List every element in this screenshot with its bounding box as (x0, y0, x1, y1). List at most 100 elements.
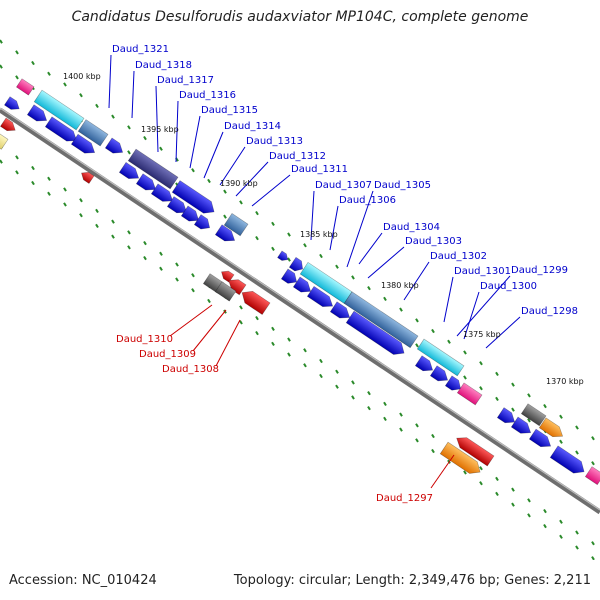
tick-mark (543, 508, 547, 514)
tick-mark (175, 277, 179, 282)
gene-block (549, 445, 585, 474)
genome-summary-text: Topology: circular; Length: 2,349,476 bp… (233, 573, 591, 588)
gene-block (214, 281, 237, 302)
leader-line (485, 316, 521, 349)
gene-block (214, 224, 236, 242)
tick-mark (111, 114, 115, 119)
tick-mark (15, 170, 19, 175)
scale-label-1400: 1400 kbp (63, 72, 101, 81)
tick-mark (415, 438, 419, 443)
tick-mark (431, 328, 435, 334)
tick-mark (319, 373, 323, 379)
gene-label-daud-1301: Daud_1301 (454, 266, 511, 277)
leader-line (403, 261, 430, 301)
gene-block (44, 116, 78, 142)
tick-mark (399, 412, 403, 417)
tick-mark (495, 476, 499, 482)
scale-label-1375: 1375 kbp (463, 330, 501, 339)
tick-mark (143, 240, 147, 246)
scale-label-1390: 1390 kbp (220, 179, 258, 188)
tick-mark (495, 396, 499, 402)
gene-block (0, 117, 16, 132)
tick-mark (31, 165, 35, 171)
gene-label-daud-1303: Daud_1303 (405, 236, 462, 247)
leader-line (155, 85, 159, 153)
tick-mark (527, 498, 531, 503)
tick-mark (335, 264, 339, 269)
tick-mark (367, 286, 371, 291)
gene-block (299, 261, 353, 304)
tick-mark (255, 235, 259, 241)
tick-mark (511, 382, 515, 387)
gene-block (228, 279, 247, 296)
tick-mark (223, 189, 227, 194)
tick-mark (463, 470, 467, 475)
gene-block (520, 403, 547, 427)
leader-line (175, 100, 179, 163)
tick-mark (575, 425, 579, 430)
tick-mark (47, 191, 51, 196)
tick-mark (335, 384, 339, 389)
gene-label-daud-1306: Daud_1306 (339, 195, 396, 206)
gene-label-daud-1299: Daud_1299 (511, 265, 568, 276)
tick-mark (287, 337, 291, 342)
tick-mark (271, 341, 275, 346)
tick-mark (127, 230, 131, 235)
tick-mark (271, 221, 275, 226)
tick-mark (127, 245, 131, 250)
tick-mark (159, 146, 163, 151)
tick-mark (191, 168, 195, 173)
accession-text: Accession: NC_010424 (9, 573, 157, 588)
tick-rows (0, 39, 595, 560)
gene-block (288, 256, 303, 272)
tick-mark (559, 519, 563, 524)
tick-mark (479, 481, 483, 486)
tick-mark (527, 418, 531, 423)
tick-mark (367, 391, 371, 396)
tick-mark (303, 243, 307, 248)
gene-label-daud-1300: Daud_1300 (480, 281, 537, 292)
gene-label-daud-1314: Daud_1314 (224, 121, 281, 132)
tick-mark (223, 214, 227, 219)
gene-block (180, 205, 200, 222)
tick-mark (303, 348, 307, 353)
tick-mark (255, 330, 259, 336)
tick-mark (95, 208, 99, 214)
gene-block (70, 133, 96, 154)
scale-label-1385: 1385 kbp (300, 230, 338, 239)
tick-mark (255, 315, 259, 321)
gene-block (444, 375, 462, 391)
leader-line (192, 309, 227, 352)
gene-block (171, 180, 215, 214)
gene-block (439, 441, 481, 474)
tick-mark (175, 262, 179, 267)
gene-block (77, 119, 109, 147)
gene-label-daud-1316: Daud_1316 (179, 90, 236, 101)
gene-label-daud-1310: Daud_1310 (116, 334, 173, 345)
tick-mark (591, 461, 595, 466)
tick-mark (319, 253, 323, 259)
tick-mark (415, 343, 419, 348)
tick-mark (31, 60, 35, 66)
gene-block (292, 276, 312, 293)
tick-mark (127, 125, 131, 130)
tick-mark (159, 251, 163, 256)
tick-mark (559, 414, 563, 419)
tick-mark (95, 223, 99, 229)
tick-mark (383, 401, 387, 407)
tick-mark (47, 176, 51, 181)
leader-line (251, 174, 291, 207)
tick-mark (559, 439, 563, 444)
gene-block (193, 214, 211, 230)
tick-mark (527, 513, 531, 518)
gene-block (429, 365, 449, 382)
gene-label-daud-1304: Daud_1304 (383, 222, 440, 233)
reverse-gene-labels: Daud_1310 Daud_1309 Daud_1308 Daud_1297 (116, 334, 433, 504)
tick-mark (111, 234, 115, 239)
gene-label-daud-1315: Daud_1315 (201, 105, 258, 116)
tick-mark (351, 380, 355, 385)
gene-block (26, 104, 48, 122)
gene-block (414, 355, 434, 372)
leader-line (456, 275, 511, 337)
tick-mark (239, 200, 243, 205)
